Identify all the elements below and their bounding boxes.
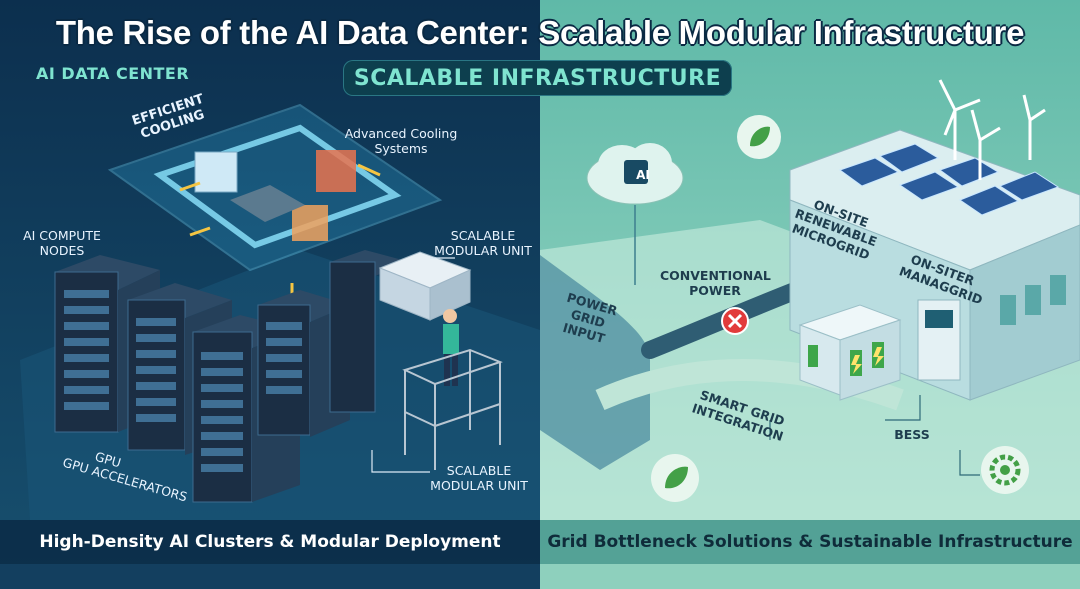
scalable-modular-unit <box>378 251 472 321</box>
cooling-unit <box>194 150 356 241</box>
worker <box>443 309 459 386</box>
x-icon <box>721 307 749 335</box>
footer-strip-left <box>0 564 540 589</box>
scaffold <box>402 348 503 470</box>
left-caption: High-Density AI Clusters & Modular Deplo… <box>39 532 501 552</box>
section-badge: SCALABLE INFRASTRUCTURE <box>343 60 732 96</box>
cooling-platform <box>107 103 443 272</box>
rack-slots <box>64 290 302 472</box>
lightning-icon <box>851 355 862 374</box>
cloud-icon <box>586 143 684 205</box>
conventional-power-label: CONVENTIONAL POWER <box>660 268 771 298</box>
leaf-icon <box>737 115 781 159</box>
gear-icon <box>981 446 1029 494</box>
scalable-unit-top-label: SCALABLE MODULAR UNIT <box>434 228 532 258</box>
right-caption: Grid Bottleneck Solutions & Sustainable … <box>547 532 1073 552</box>
leader-lines <box>371 257 455 473</box>
scalable-unit-bottom-label: SCALABLE MODULAR UNIT <box>430 463 528 493</box>
bess-label: BESS <box>894 427 930 442</box>
leader-lines <box>769 395 980 476</box>
control-panel-screen <box>925 310 953 328</box>
bess-units <box>798 304 902 401</box>
left-caption-bar <box>0 520 540 564</box>
leaf-icon <box>651 454 699 502</box>
right-caption-bar <box>540 520 1080 564</box>
solar-panel-icon <box>838 143 1060 216</box>
grid-illustration <box>540 79 1080 502</box>
ai-compute-nodes-label: AI COMPUTE NODES <box>23 228 101 258</box>
ai-chip-icon <box>624 160 648 184</box>
data-center-illustration <box>54 103 503 503</box>
page-title: The Rise of the AI Data Center: Scalable… <box>55 14 1025 51</box>
wind-turbine-icon <box>938 79 1046 180</box>
left-section-label: AI DATA CENTER <box>36 64 190 83</box>
advanced-cooling-label: Advanced Cooling Systems <box>344 126 458 156</box>
lightning-icon <box>873 347 884 366</box>
footer-strip-right <box>540 564 1080 589</box>
cooling-loop <box>153 124 402 249</box>
power-grid-pipe <box>540 255 650 470</box>
ai-chip-label: AI <box>636 168 650 182</box>
